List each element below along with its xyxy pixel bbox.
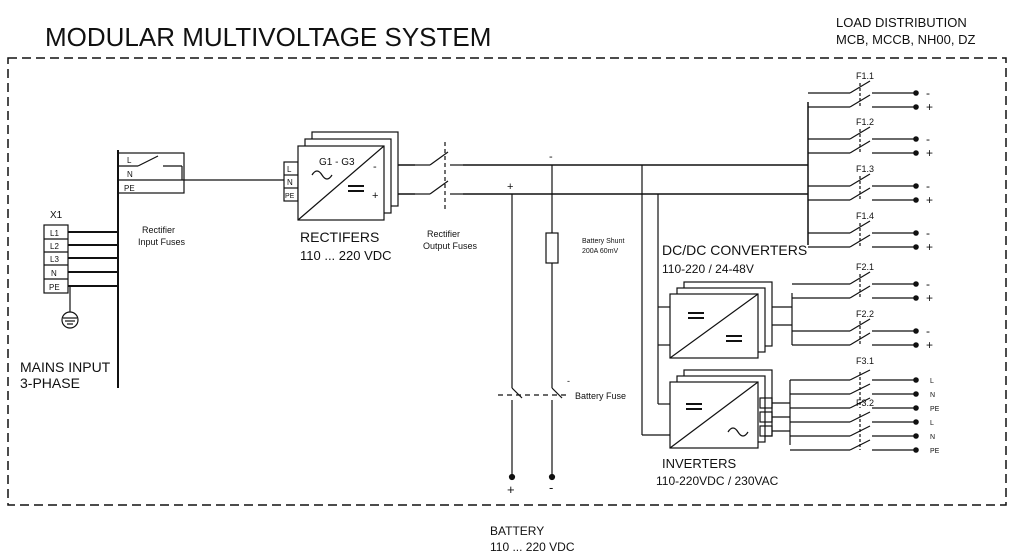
dc-feeder-6 (792, 318, 919, 348)
ac-feeder-1 (790, 369, 919, 411)
battery-branch (498, 165, 568, 481)
dc-feeder-minus-2: - (926, 132, 930, 146)
fuse-terminal-pe: PE (124, 184, 135, 193)
dc-feeder-label-1: F1.1 (856, 71, 874, 81)
rectifiers-range: 110 ... 220 VDC (300, 248, 392, 263)
inverter (642, 345, 791, 449)
battery-shunt-label-1: Battery Shunt (582, 238, 624, 245)
rectifier-module-label: G1 - G3 (319, 157, 355, 168)
battery-fuse-minus: - (567, 376, 570, 386)
rectifier-output-fuses (415, 142, 463, 210)
ac-feeder-1-output-l: L (930, 378, 934, 385)
dc-feeder-minus-4: - (926, 226, 930, 240)
dc-feeder-minus-5: - (926, 277, 930, 291)
ac-feeder-2-output-pe: PE (930, 448, 940, 455)
terminal-l2: L2 (50, 242, 59, 251)
bus-plus: + (507, 181, 513, 193)
rectifier-terminal-l: L (287, 165, 292, 174)
mains-input-label: MAINS INPUT (20, 359, 111, 375)
ac-feeder-label-1: F3.1 (856, 356, 874, 366)
mains-phase-lines (68, 231, 118, 287)
diagram-title: MODULAR MULTIVOLTAGE SYSTEM (45, 22, 491, 52)
dc-feeder-3 (808, 173, 919, 203)
rectifier-input-fuses-label-2: Input Fuses (138, 237, 186, 247)
dc-feeder-plus-6: + (926, 338, 933, 352)
terminal-l1: L1 (50, 229, 59, 238)
dc-feeder-plus-4: + (926, 240, 933, 254)
dc-feeder-1 (808, 80, 919, 110)
dc-feeder-minus-1: - (926, 86, 930, 100)
rectifier-plus: + (372, 190, 378, 202)
inverters-title: INVERTERS (662, 456, 736, 471)
dc-feeder-plus-2: + (926, 146, 933, 160)
rectifier-output-fuses-label-2: Output Fuses (423, 241, 478, 251)
dc-feeder-plus-1: + (926, 100, 933, 114)
dc-feeder-label-6: F2.2 (856, 309, 874, 319)
fuse-terminal-n: N (127, 170, 133, 179)
ac-feeder-2-output-n: N (930, 434, 935, 441)
earth-symbol (61, 286, 79, 329)
dc-feeder-plus-3: + (926, 193, 933, 207)
system-boundary (7, 57, 1007, 506)
rectifier-terminal-n: N (287, 178, 293, 187)
ac-feeder-1-output-n: N (930, 392, 935, 399)
dcdc-range: 110-220 / 24-48V (662, 262, 754, 276)
terminal-n: N (51, 269, 57, 278)
ac-feeder-2-output-l: L (930, 420, 934, 427)
dc-feeder-4 (808, 220, 919, 250)
battery-shunt-label-2: 200A 60mV (582, 248, 619, 255)
battery-title: BATTERY (490, 524, 544, 538)
rectifier-output-fuses-label-1: Rectifier (427, 229, 460, 239)
dc-feeder-switches (792, 80, 919, 348)
dcdc-converter (641, 165, 793, 435)
dc-feeder-2 (808, 126, 919, 156)
dc-feeder-minus-6: - (926, 324, 930, 338)
dc-bus (398, 102, 809, 245)
load-distribution-label: LOAD DISTRIBUTION (836, 15, 967, 30)
dc-feeder-labels: F1.1-+F1.2-+F1.3-+F1.4-+F2.1-+F2.2-+ (856, 71, 933, 352)
dcdc-title: DC/DC CONVERTERS (662, 242, 807, 258)
inverters-range: 110-220VDC / 230VAC (656, 474, 779, 488)
bus-minus: - (549, 151, 553, 163)
ac-feeder-label-2: F3.2 (856, 398, 874, 408)
dc-feeder-label-4: F1.4 (856, 211, 874, 221)
rectifier-module (297, 131, 399, 221)
battery-range: 110 ... 220 VDC (490, 540, 575, 554)
terminal-pe: PE (49, 283, 60, 292)
dc-feeder-label-2: F1.2 (856, 117, 874, 127)
dc-feeder-plus-5: + (926, 291, 933, 305)
rectifier-terminal-pe: PE (285, 193, 295, 200)
mains-phase-label: 3-PHASE (20, 375, 80, 391)
battery-minus: - (549, 480, 553, 495)
terminal-block-label: X1 (50, 210, 63, 221)
dc-feeder-label-5: F2.1 (856, 262, 874, 272)
battery-plus: + (507, 482, 515, 497)
rectifier-minus: - (373, 161, 377, 173)
ac-feeder-2 (790, 411, 919, 453)
ac-feeder-1-output-pe: PE (930, 406, 940, 413)
fuse-terminal-l: L (127, 156, 132, 165)
terminal-l3: L3 (50, 255, 59, 264)
load-distribution-types: MCB, MCCB, NH00, DZ (836, 32, 975, 47)
battery-fuse-label: Battery Fuse (575, 391, 626, 401)
ac-feeder-switches (790, 369, 919, 453)
rectifiers-title: RECTIFERS (300, 229, 379, 245)
dc-feeder-5 (792, 271, 919, 301)
rectifier-input-fuses-label-1: Rectifier (142, 225, 175, 235)
dc-feeder-label-3: F1.3 (856, 164, 874, 174)
mains-terminal-block (43, 224, 69, 294)
dc-feeder-minus-3: - (926, 179, 930, 193)
rectifier-input-fuse (117, 152, 284, 194)
